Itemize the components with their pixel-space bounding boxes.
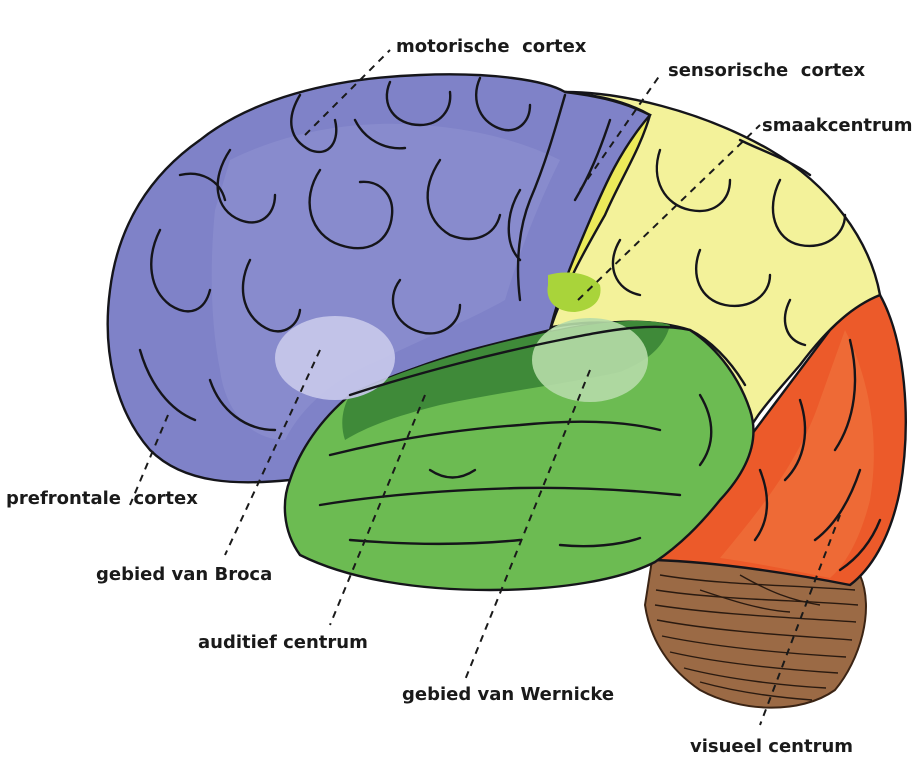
- label-motor-cortex: motorische cortex: [396, 36, 587, 57]
- label-visual-center: visueel centrum: [690, 736, 853, 757]
- label-wernicke-area: gebied van Wernicke: [402, 684, 614, 705]
- label-sensory-cortex: sensorische cortex: [668, 60, 866, 81]
- label-taste-center: smaakcentrum: [762, 115, 912, 136]
- label-broca-area: gebied van Broca: [96, 564, 272, 585]
- label-prefrontal-cortex: prefrontale cortex: [6, 488, 198, 509]
- label-auditory-center: auditief centrum: [198, 632, 368, 653]
- wernicke-area-region: [532, 318, 648, 402]
